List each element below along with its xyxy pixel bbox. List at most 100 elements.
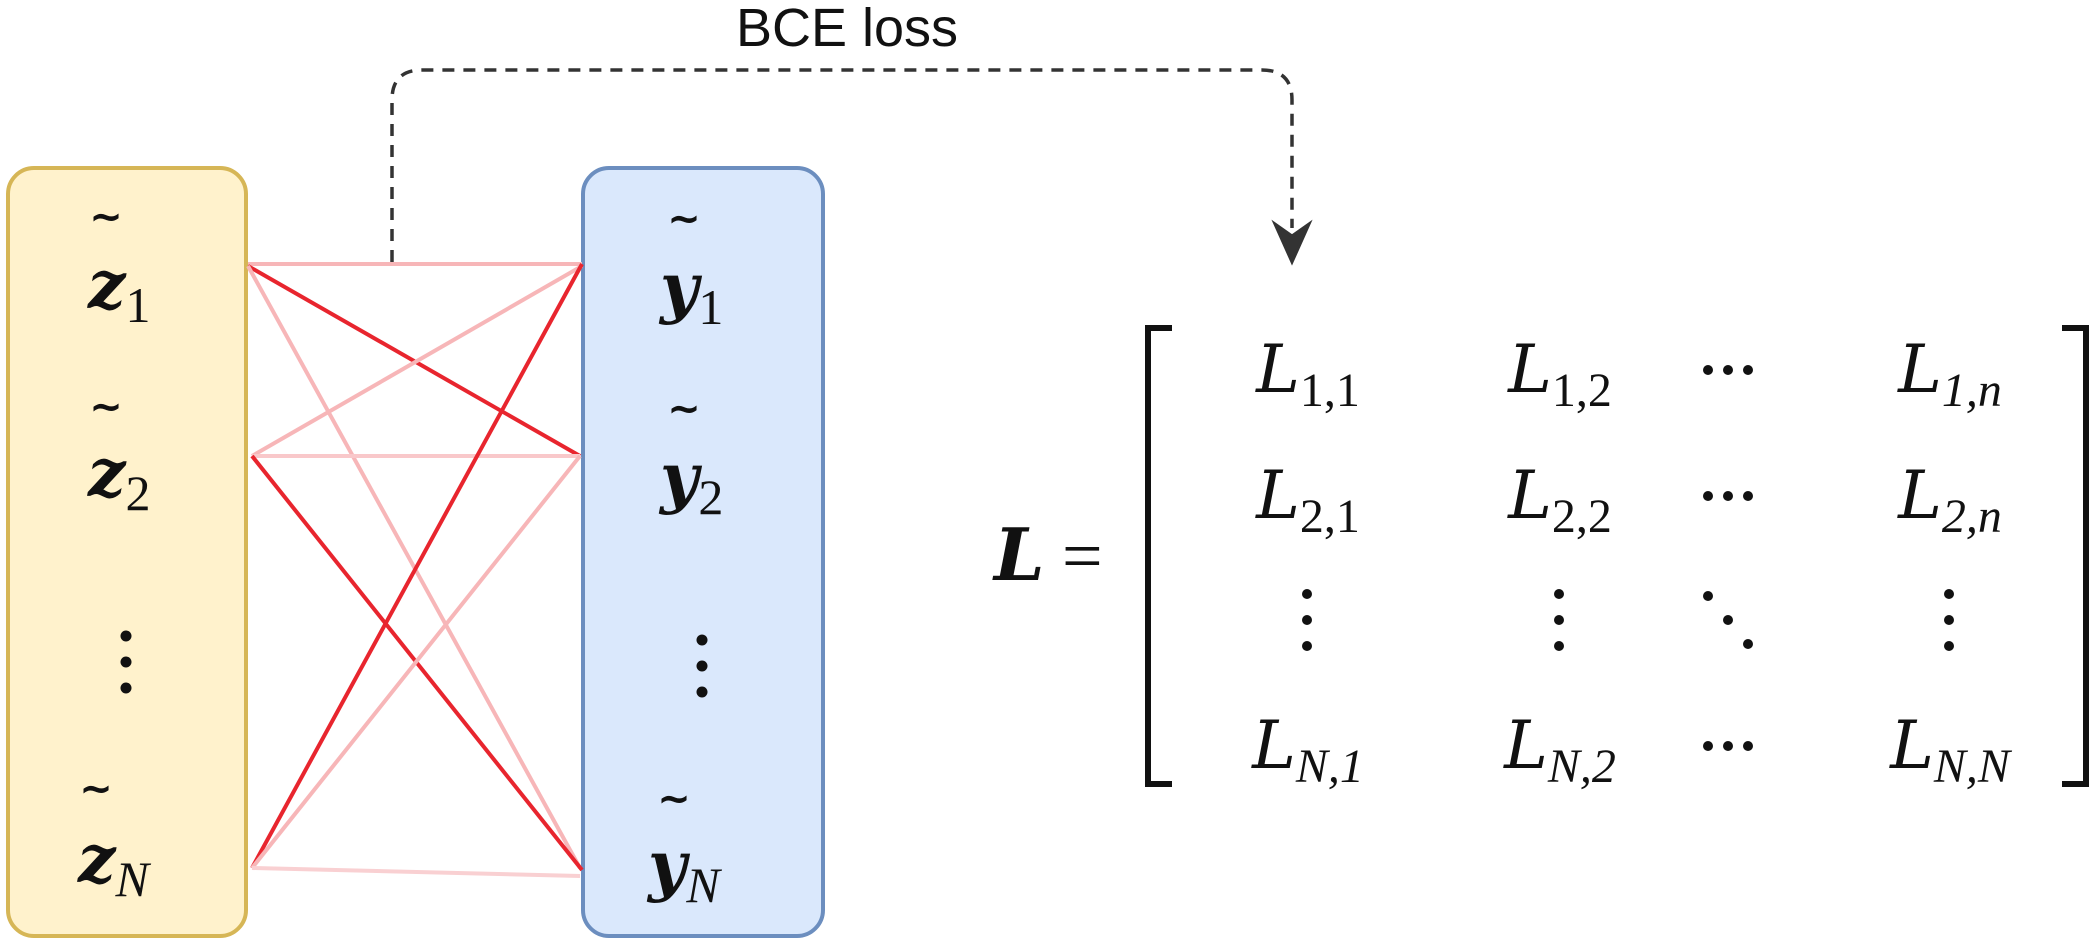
bce-loss-arrowhead [1271, 219, 1313, 266]
matrix-entry-2-1: L2,1 [1255, 457, 1360, 543]
link-zN-yN [251, 866, 581, 878]
matrix-ellipsis-v-3-1 [1302, 589, 1312, 651]
y-symbol: y [658, 248, 703, 326]
y-symbol: y [658, 438, 703, 516]
entry-base: L [1507, 331, 1552, 408]
z-subscript: 1 [125, 277, 150, 333]
matrix-ellipsis-d-3-3 [1703, 591, 1753, 649]
entry-subscript: N,2 [1547, 740, 1616, 793]
dot [1743, 365, 1753, 375]
y-1-label: ~ y1 [658, 196, 723, 335]
tilde-mark: ~ [79, 766, 113, 812]
y-subscript: N [685, 857, 722, 913]
link-zN-y2 [250, 454, 582, 870]
entry-subscript: N,1 [1295, 740, 1364, 793]
z-symbol: z [87, 246, 127, 324]
link-z1-yN [246, 265, 582, 869]
matrix-lhs: L [992, 512, 1045, 597]
dot [1554, 589, 1564, 599]
entry-base: L [1255, 457, 1300, 534]
z-N-label: ~ zN [77, 766, 151, 907]
right-embedding-box [581, 166, 825, 938]
svg-text:y2: y2 [658, 438, 723, 525]
tilde-mark: ~ [667, 196, 701, 242]
dot [1302, 615, 1312, 625]
svg-text:zN: zN [77, 820, 151, 907]
dot [696, 634, 708, 646]
matrix-entry-4-1: LN,1 [1251, 707, 1364, 793]
left-column: ~ z1 ~ z2 ~ zN [77, 194, 151, 907]
dot [1743, 491, 1753, 501]
matrix-entry-2-2: L2,2 [1507, 457, 1612, 543]
svg-text:z1: z1 [87, 246, 150, 333]
svg-text:yN: yN [646, 826, 722, 913]
tilde-mark: ~ [89, 384, 123, 430]
entry-subscript: 2,n [1942, 490, 2002, 543]
dot [1944, 589, 1954, 599]
y-symbol: y [646, 826, 691, 904]
left-bracket [1145, 325, 1172, 787]
entry-subscript: 1,1 [1300, 364, 1360, 417]
y-2-label: ~ y2 [658, 386, 723, 525]
equals-sign: = [1062, 516, 1103, 596]
entry-base: L [1897, 331, 1942, 408]
entry-subscript: 1,n [1942, 364, 2002, 417]
pairwise-connections [246, 262, 584, 878]
dot [1703, 741, 1713, 751]
link-zN-y1 [250, 263, 584, 869]
y-N-label: ~ yN [646, 776, 722, 913]
z-1-label: ~ z1 [87, 194, 150, 333]
z-subscript: N [114, 851, 151, 907]
dot [1944, 641, 1954, 651]
dot [1944, 615, 1954, 625]
dot [1703, 591, 1713, 601]
y-subscript: 2 [698, 469, 723, 525]
matrix-ellipsis-v-3-2 [1554, 589, 1564, 651]
svg-text:y1: y1 [658, 248, 723, 335]
dot [120, 656, 132, 668]
entry-subscript: 2,1 [1300, 490, 1360, 543]
dot [696, 686, 708, 698]
dot [1554, 641, 1564, 651]
entry-base: L [1251, 707, 1296, 784]
dot [1723, 365, 1733, 375]
bce-loss-caption: BCE loss [736, 0, 958, 58]
z-symbol: z [77, 820, 117, 898]
matrix-ellipsis-h-1-3 [1703, 365, 1753, 375]
z-subscript: 2 [125, 465, 150, 521]
dot [1723, 741, 1733, 751]
y-subscript: 1 [698, 279, 723, 335]
matrix-ellipsis-h-2-3 [1703, 491, 1753, 501]
dot [1703, 491, 1713, 501]
left-vertical-ellipsis [120, 630, 132, 694]
svg-text:z2: z2 [87, 434, 150, 521]
matrix-entry-1-4: L1,n [1897, 331, 2002, 417]
tilde-mark: ~ [667, 386, 701, 432]
matrix-entry-2-4: L2,n [1897, 457, 2002, 543]
tilde-mark: ~ [89, 194, 123, 240]
right-bracket [2062, 325, 2089, 787]
matrix-ellipsis-v-3-4 [1944, 589, 1954, 651]
bce-loss-arrow [390, 68, 1294, 262]
z-2-label: ~ z2 [87, 384, 150, 521]
entry-subscript: 2,2 [1552, 490, 1612, 543]
dot [1743, 639, 1753, 649]
dot [1723, 491, 1733, 501]
dot [1743, 741, 1753, 751]
entry-base: L [1255, 331, 1300, 408]
dot [120, 682, 132, 694]
dot [120, 630, 132, 642]
dot [696, 660, 708, 672]
dot [1703, 365, 1713, 375]
link-z2-y1 [251, 264, 583, 458]
z-symbol: z [87, 434, 127, 512]
entry-subscript: N,N [1933, 740, 2013, 793]
entry-subscript: 1,2 [1552, 364, 1612, 417]
matrix-entry-1-2: L1,2 [1507, 331, 1612, 417]
right-column: ~ y1 ~ y2 ~ yN [646, 196, 723, 913]
left-embedding-box [6, 166, 248, 938]
entry-base: L [1889, 707, 1934, 784]
